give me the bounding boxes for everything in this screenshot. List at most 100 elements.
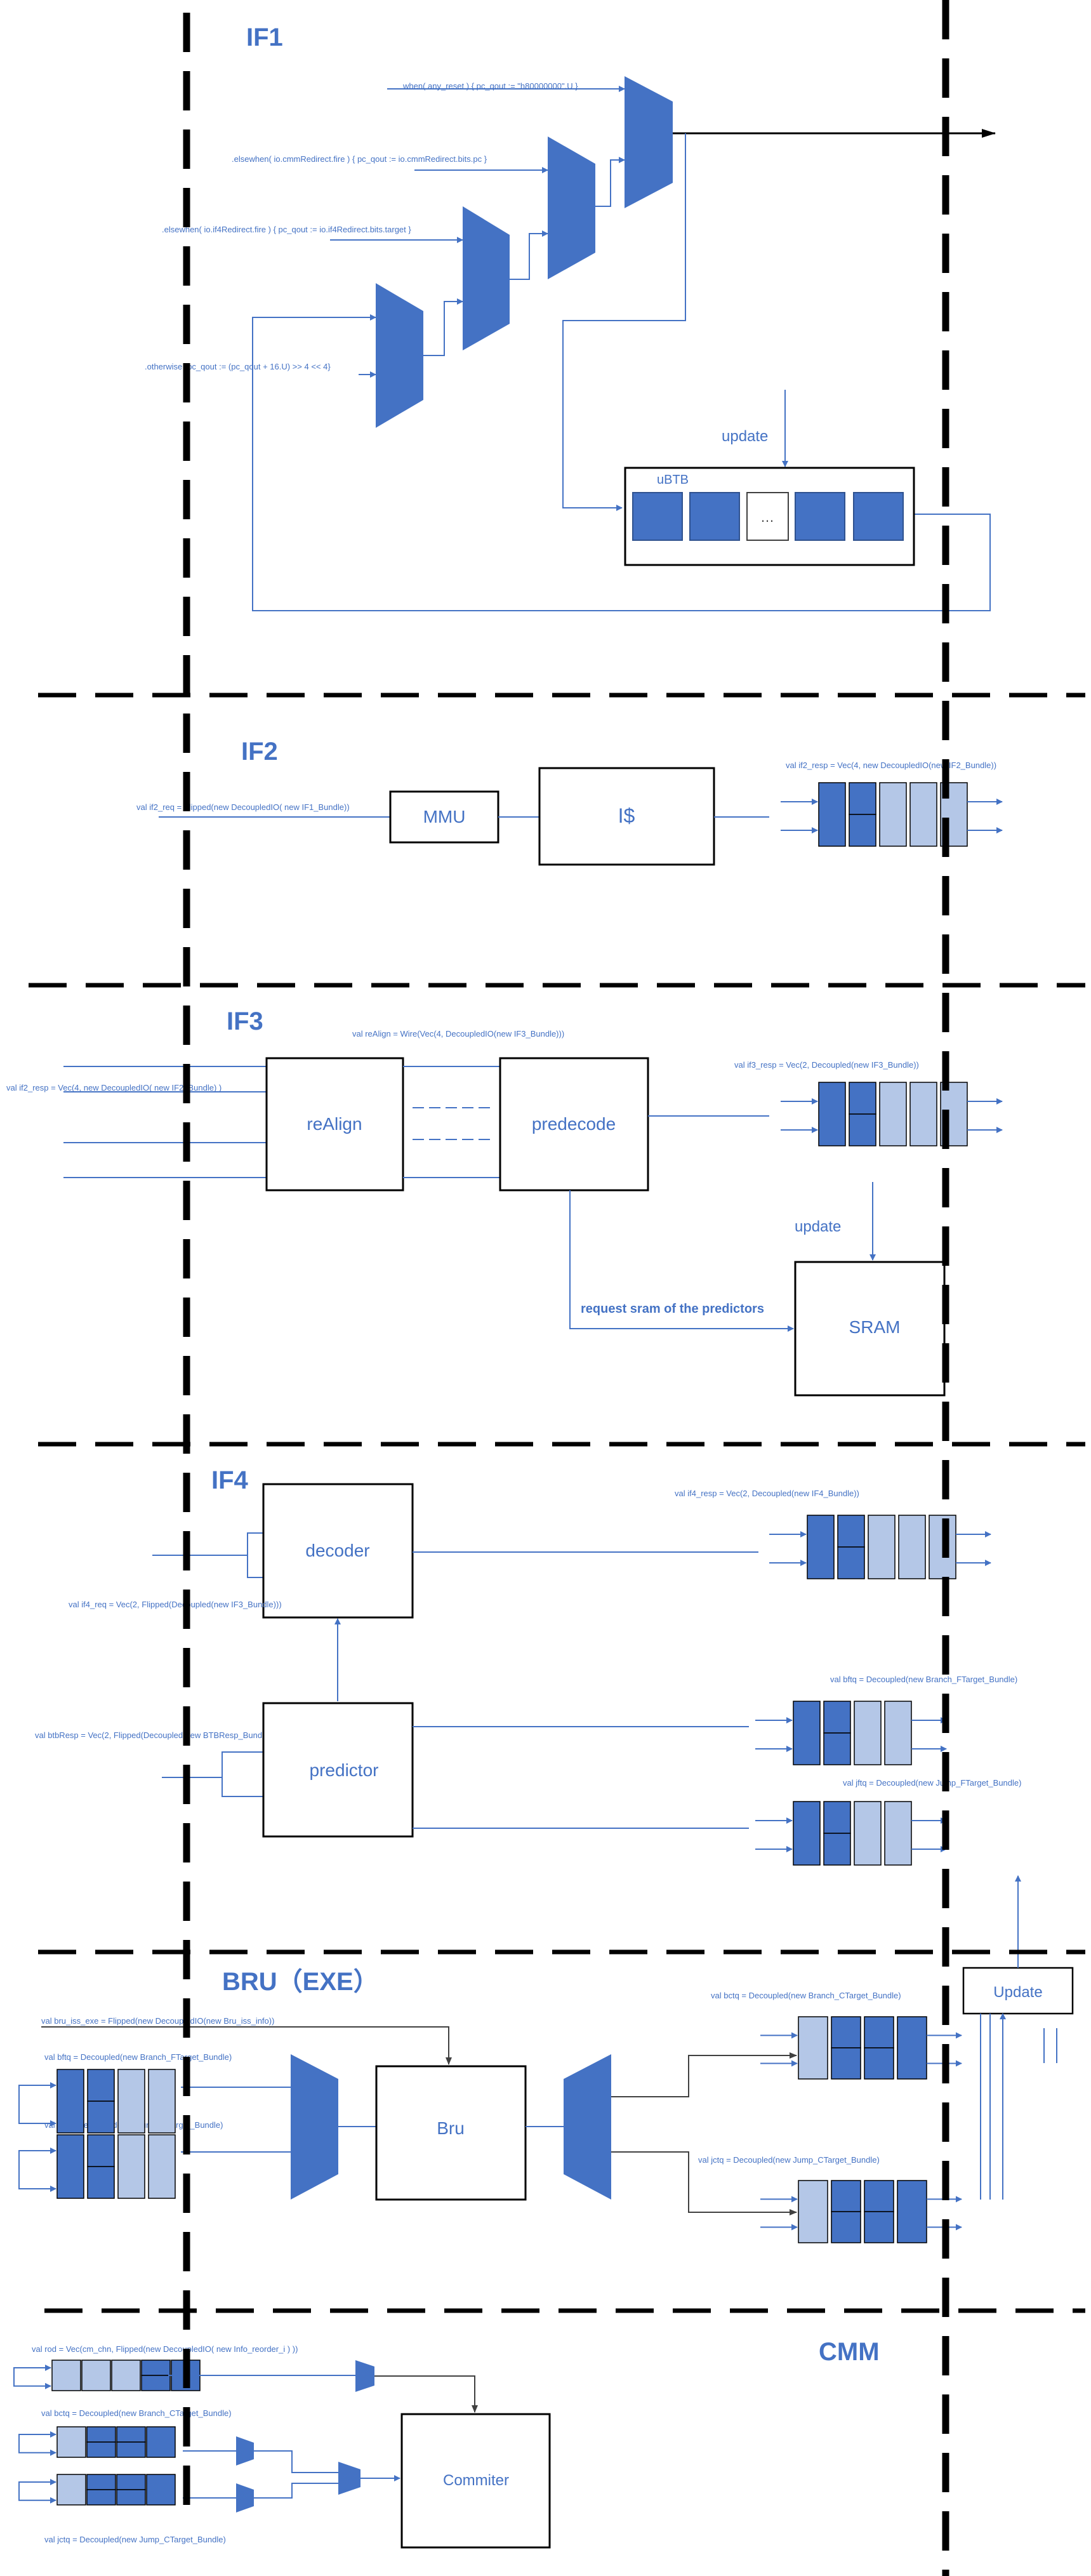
queue-cell — [51, 2360, 81, 2391]
queue-cell — [884, 1801, 912, 1866]
predictor-box — [262, 1702, 414, 1838]
queue-loop-arrow — [18, 2434, 56, 2456]
rod-to-commiter-wire — [374, 2375, 478, 2413]
queue-cell — [117, 2134, 145, 2199]
queue-cell — [823, 1701, 851, 1734]
queue-loop-arrow — [18, 2085, 56, 2127]
bctq-mux — [236, 2436, 254, 2466]
label-if2-resp: val if2_resp = Vec(4, new DecoupledIO(ne… — [786, 760, 996, 770]
stage-title-bru: BRU（EXE） — [222, 1968, 379, 1996]
queue-cell — [849, 1082, 876, 1115]
queue-cell — [831, 2180, 861, 2212]
queue-cell — [897, 2016, 927, 2080]
queue-cell — [831, 2047, 861, 2080]
queue-cell — [146, 2474, 176, 2506]
label-request-sram: request sram of the predictors — [581, 1302, 764, 1316]
update-down-wires — [1043, 2028, 1057, 2063]
realign-dashed-wires — [413, 1107, 492, 1140]
realign-to-predecode-wires — [403, 1066, 500, 1178]
label-rod: val rod = Vec(cm_chn, Flipped(new Decoup… — [32, 2344, 298, 2354]
queue-cell — [854, 1701, 882, 1765]
label-bru-jctq: val jctq = Decoupled(new Jump_CTarget_Bu… — [698, 2155, 880, 2165]
label-otherwise: .otherwise {pc_qout := (pc_qout + 16.U) … — [145, 362, 331, 371]
queue-cell — [854, 1801, 882, 1866]
queue-cell — [117, 2069, 145, 2134]
bru-update-box — [962, 1967, 1074, 2015]
queue-cell — [793, 1801, 821, 1866]
label-elsewhen-cmm: .elsewhen( io.cmmRedirect.fire ) { pc_qo… — [232, 154, 487, 164]
predecode-label: predecode — [532, 1114, 616, 1134]
queue-cell — [837, 1515, 865, 1548]
queue-cell — [849, 1113, 876, 1146]
ctq-merge-wires — [254, 2450, 338, 2499]
queue-cell — [116, 2441, 146, 2458]
predictor-label: predictor — [310, 1760, 379, 1780]
if4-req-fork-wire — [152, 1532, 263, 1578]
queue-cell — [87, 2101, 115, 2134]
queue-loop-arrow — [13, 2367, 51, 2389]
label-bru-bctq: val bctq = Decoupled(new Branch_CTarget_… — [711, 1991, 901, 2000]
queue-cell — [864, 2211, 894, 2243]
queue-cell — [823, 1801, 851, 1834]
queue-cell — [807, 1515, 835, 1579]
bru-box — [375, 2065, 527, 2201]
request-sram-wire — [569, 1190, 794, 1332]
queue-cell — [146, 2426, 176, 2458]
queue-loop-arrow — [18, 2150, 56, 2192]
label-if1-update: update — [722, 428, 768, 445]
if4-jftq-queue — [755, 1801, 947, 1866]
bru-jftq-queue — [18, 2134, 176, 2199]
cmm-rod-queue — [13, 2360, 201, 2391]
queue-cell — [798, 2180, 828, 2243]
rod-mux — [355, 2360, 374, 2392]
ubtb-entry — [689, 492, 740, 541]
bru-output-demux — [564, 2054, 611, 2200]
label-cmm-bctq: val bctq = Decoupled(new Branch_CTarget_… — [41, 2408, 232, 2418]
queue-cell — [141, 2375, 171, 2391]
bru-update-label: Update — [993, 1984, 1042, 2001]
realign-box — [265, 1057, 404, 1192]
stage-title-if4: IF4 — [211, 1466, 249, 1494]
queue-cell — [148, 2134, 176, 2199]
queue-cell — [868, 1515, 896, 1579]
mux-if4-redirect — [463, 206, 510, 350]
label-realign-wire: val reAlign = Wire(Vec(4, DecoupledIO(ne… — [352, 1029, 564, 1039]
decoder-box — [262, 1483, 414, 1619]
queue-cell — [86, 2441, 116, 2458]
bru-bftq-queue — [18, 2069, 176, 2134]
ubtb-ellipsis: … — [760, 509, 774, 525]
icache-box — [538, 767, 715, 866]
if2-stage: IF2 val if2_req = Flipped(new DecoupledI… — [136, 738, 1003, 866]
commiter-box — [400, 2413, 551, 2549]
queue-cell — [56, 2426, 86, 2458]
queue-cell — [56, 2474, 86, 2506]
label-if4-jftq: val jftq = Decoupled(new Jump_FTarget_Bu… — [843, 1778, 1021, 1788]
mux-chain-wire-1 — [595, 157, 625, 207]
queue-cell — [884, 1701, 912, 1765]
queue-cell — [86, 2474, 116, 2490]
queue-cell — [116, 2426, 146, 2443]
bru-stage: BRU（EXE） Update val bru_iss_exe = Flippe… — [18, 1875, 1074, 2243]
bru-input-mux — [291, 2054, 338, 2200]
queue-cell — [823, 1732, 851, 1765]
stage-title-if2: IF2 — [241, 738, 278, 766]
queue-cell — [798, 2016, 828, 2080]
ubtb-title: uBTB — [657, 473, 689, 487]
queue-cell — [818, 1082, 846, 1146]
bru-to-bctq-wire — [611, 2052, 797, 2097]
if4-bftq-queue — [755, 1701, 947, 1765]
bru-queue-out-wires — [181, 2087, 291, 2153]
label-if3-update: update — [795, 1218, 841, 1235]
label-if3-if2-resp: val if2_resp = Vec(4, new DecoupledIO( n… — [6, 1083, 222, 1092]
label-btbresp: val btbResp = Vec(2, Flipped(Decoupled(n… — [35, 1730, 277, 1740]
btbresp-fork-wire — [162, 1751, 263, 1797]
label-if4-resp: val if4_resp = Vec(2, Decoupled(new IF4_… — [675, 1489, 859, 1498]
icache-label: I$ — [618, 804, 635, 827]
ctq-merge-mux — [338, 2462, 360, 2495]
ubtb-entry — [853, 492, 904, 541]
if3-stage: IF3 val reAlign = Wire(Vec(4, DecoupledI… — [6, 1007, 1003, 1397]
queue-cell — [148, 2069, 176, 2134]
queue-cell — [56, 2134, 84, 2199]
mux-chain-wire-3 — [423, 298, 463, 356]
predecode-box — [499, 1057, 649, 1192]
